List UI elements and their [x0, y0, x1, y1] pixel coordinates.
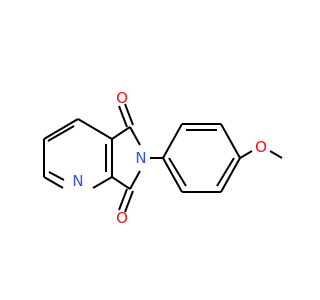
bond [162, 157, 183, 193]
structure-canvas: O O N N O [43, 89, 283, 227]
bond [92, 176, 113, 189]
bond [43, 176, 64, 189]
oxygen-atom-bottom: O [116, 209, 128, 227]
bond [124, 190, 134, 213]
bond [118, 188, 128, 211]
bond [220, 123, 241, 159]
bond [129, 170, 141, 190]
bond [111, 126, 131, 140]
molecule-diagram: O O N N O [43, 89, 283, 227]
methoxy-oxygen-atom: O [255, 138, 267, 156]
bond [220, 157, 241, 193]
bond [118, 105, 128, 128]
bond [269, 150, 283, 159]
oxygen-atom-top: O [116, 89, 128, 107]
bond [168, 157, 187, 187]
imide-nitrogen-atom: N [135, 149, 146, 167]
pyridine-nitrogen-atom: N [72, 172, 83, 190]
bond [48, 171, 65, 181]
bond [47, 125, 75, 142]
bond [162, 123, 183, 159]
bond [129, 126, 141, 146]
bond [77, 118, 113, 140]
bond [216, 157, 235, 187]
bond [239, 150, 253, 159]
bond [124, 103, 134, 126]
bond [111, 176, 131, 190]
bond [43, 118, 79, 140]
